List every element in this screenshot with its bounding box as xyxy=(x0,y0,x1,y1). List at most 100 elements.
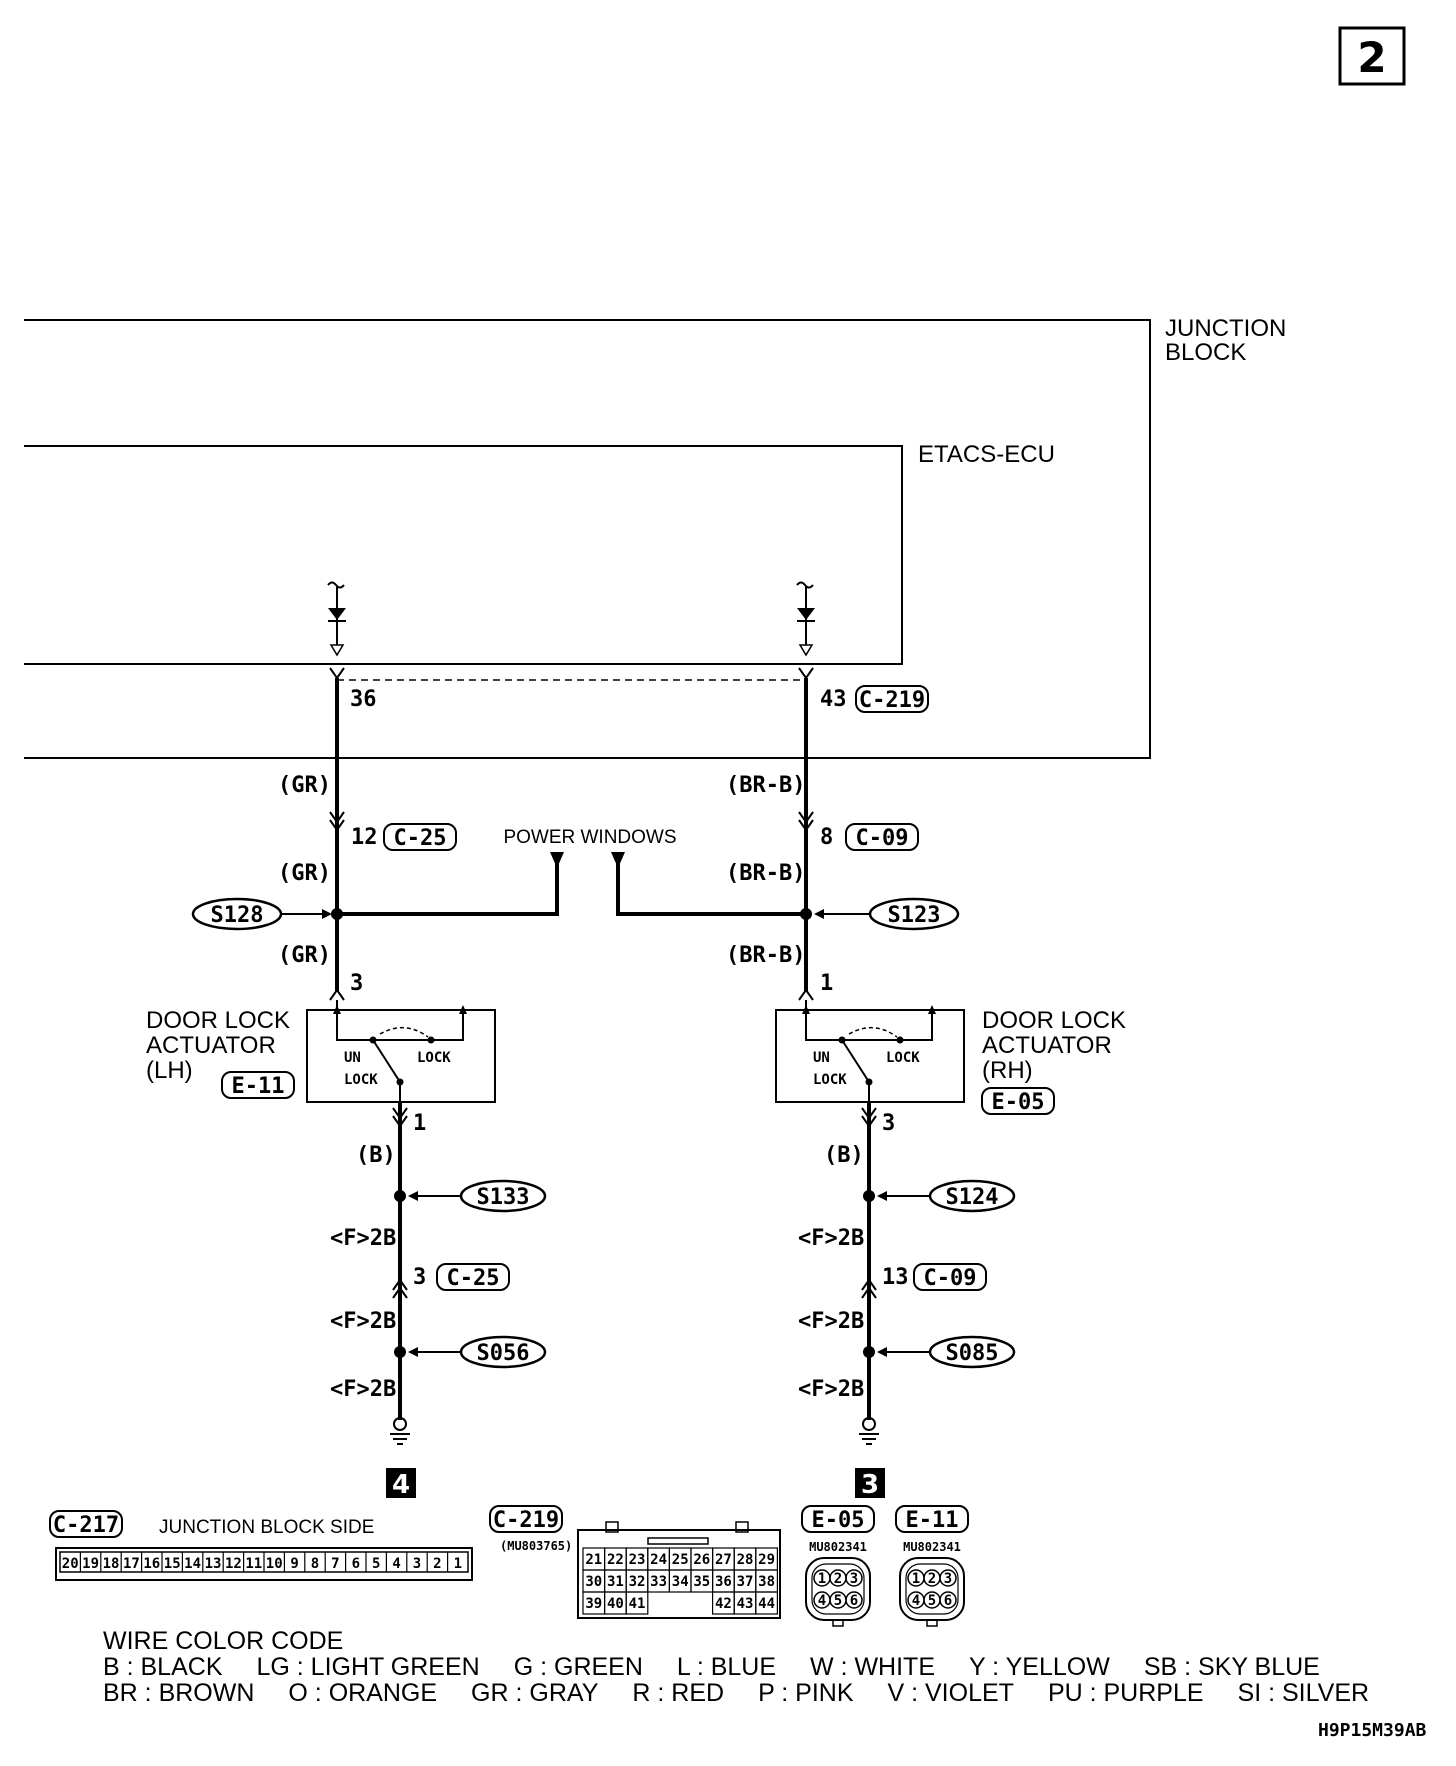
c217-pin: 1 xyxy=(454,1556,462,1572)
wire-color-entry: B : BLACK xyxy=(103,1653,223,1681)
right-wire-color-1: (BR-B) xyxy=(726,773,805,798)
left-harness-2: <F>2B xyxy=(330,1309,396,1334)
c217-pin: 15 xyxy=(164,1556,181,1572)
svg-text:S123: S123 xyxy=(888,903,941,928)
c219-pin: 28 xyxy=(737,1552,754,1568)
c219-pin: 26 xyxy=(693,1552,710,1568)
ground-point-right: 3 xyxy=(861,1470,879,1500)
right-ground-connector: C-09 xyxy=(924,1266,977,1291)
c217-pin: 7 xyxy=(331,1556,339,1572)
c217-pin: 3 xyxy=(413,1556,421,1572)
actuator-rh-label-3: (RH) xyxy=(982,1057,1033,1084)
left-wire-color-3: (GR) xyxy=(278,943,331,968)
c219-pin: 32 xyxy=(629,1574,646,1590)
c217-pin: 13 xyxy=(205,1556,222,1572)
svg-text:E-05: E-05 xyxy=(812,1508,865,1533)
ground-point-right-box xyxy=(855,1468,885,1498)
wire-color-entry: L : BLUE xyxy=(676,1653,777,1681)
e05-pin: 5 xyxy=(834,1593,842,1609)
actuator-lh-connector: E-11 xyxy=(232,1074,285,1099)
svg-text:E-11: E-11 xyxy=(906,1508,959,1533)
c219-pin: 31 xyxy=(607,1574,624,1590)
right-actuator-pin-bottom: 3 xyxy=(882,1111,895,1136)
e11-pin: 2 xyxy=(928,1571,936,1587)
c217-pin: 4 xyxy=(392,1556,400,1572)
e11-pin: 1 xyxy=(912,1571,920,1587)
c217-pin: 18 xyxy=(103,1556,120,1572)
svg-text:S056: S056 xyxy=(477,1341,530,1366)
c219-pin: 36 xyxy=(715,1574,732,1590)
wire-color-entry: PU : PURPLE xyxy=(1047,1679,1204,1707)
c219-pin: 29 xyxy=(758,1552,775,1568)
c217-side-label: JUNCTION BLOCK SIDE xyxy=(159,1517,374,1538)
wire-color-entry: V : VIOLET xyxy=(887,1679,1014,1707)
c219-pin: 27 xyxy=(715,1552,732,1568)
right-wire-color-2: (BR-B) xyxy=(726,861,805,886)
c219-pin: 39 xyxy=(585,1596,602,1612)
right-harness-2: <F>2B xyxy=(798,1309,864,1334)
right-ecu-pin: 43 xyxy=(820,687,847,712)
c219-pin: 21 xyxy=(585,1552,602,1568)
c217-pin: 2 xyxy=(433,1556,441,1572)
figure-code: H9P15M39AB xyxy=(1318,1720,1427,1741)
c217-pin: 10 xyxy=(266,1556,283,1572)
right-jb-connector: C-09 xyxy=(856,826,909,851)
svg-text:S133: S133 xyxy=(477,1185,530,1210)
c219-pin: 37 xyxy=(737,1574,754,1590)
e05-pin: 6 xyxy=(850,1593,858,1609)
junction-block-label-1: JUNCTION xyxy=(1165,315,1286,342)
c219-pin: 35 xyxy=(693,1574,710,1590)
actuator-lh-label-3: (LH) xyxy=(146,1057,193,1084)
c219-pin: 23 xyxy=(629,1552,646,1568)
c219-pin: 34 xyxy=(672,1574,689,1590)
c217-pin: 12 xyxy=(225,1556,242,1572)
right-actuator-pin-top: 1 xyxy=(820,971,833,996)
wire-color-code-title: WIRE COLOR CODE xyxy=(103,1627,344,1655)
left-wire-color-1: (GR) xyxy=(278,773,331,798)
left-jb-pin: 12 xyxy=(351,825,378,850)
svg-text:S128: S128 xyxy=(211,903,264,928)
right-harness-3: <F>2B xyxy=(798,1377,864,1402)
e05-pin: 2 xyxy=(834,1571,842,1587)
actuator-rh-label-1: DOOR LOCK xyxy=(982,1007,1126,1034)
wire-color-entry: G : GREEN xyxy=(513,1653,643,1681)
wire-color-entry: O : ORANGE xyxy=(288,1679,438,1707)
svg-text:C-217: C-217 xyxy=(53,1513,119,1538)
wire-color-entry: P : PINK xyxy=(758,1679,854,1707)
right-ground-pin: 13 xyxy=(882,1265,909,1290)
c219-pin: 42 xyxy=(715,1596,732,1612)
c217-pin: 6 xyxy=(352,1556,360,1572)
c217-pin: 5 xyxy=(372,1556,380,1572)
c219-pin: 43 xyxy=(737,1596,754,1612)
svg-text:S124: S124 xyxy=(946,1185,999,1210)
svg-text:LOCK: LOCK xyxy=(344,1072,378,1088)
right-ground-wire-color: (B) xyxy=(824,1143,864,1168)
c217-pin: 17 xyxy=(123,1556,140,1572)
splice-s085: S085 xyxy=(877,1335,1016,1369)
door-lock-actuator-lh: UN LOCK LOCK xyxy=(306,1000,496,1103)
c219-pin: 44 xyxy=(758,1596,775,1612)
c217-pin: 11 xyxy=(245,1556,262,1572)
etacs-ecu: ETACS-ECU xyxy=(24,441,1055,665)
ground-left-icon xyxy=(390,1417,410,1445)
ground-point-left-box xyxy=(386,1468,416,1498)
wire-color-entry: SI : SILVER xyxy=(1237,1679,1370,1707)
actuator-rh-label-2: ACTUATOR xyxy=(982,1032,1112,1059)
right-jb-pin: 8 xyxy=(820,825,833,850)
c219-pin: 40 xyxy=(607,1596,624,1612)
left-circuit: 36 (GR) 12 C-25 (GR) S128 (GR) 3 xyxy=(146,667,564,1500)
svg-text:C-219: C-219 xyxy=(493,1508,559,1533)
left-ground-connector: C-25 xyxy=(447,1266,500,1291)
actuator-lh-label-2: ACTUATOR xyxy=(146,1032,276,1059)
junction-block-label-2: BLOCK xyxy=(1165,339,1246,366)
c217-pin: 14 xyxy=(184,1556,201,1572)
left-harness-3: <F>2B xyxy=(330,1377,396,1402)
ground-point-left: 4 xyxy=(392,1470,410,1500)
e05-part: MU802341 xyxy=(809,1540,867,1554)
